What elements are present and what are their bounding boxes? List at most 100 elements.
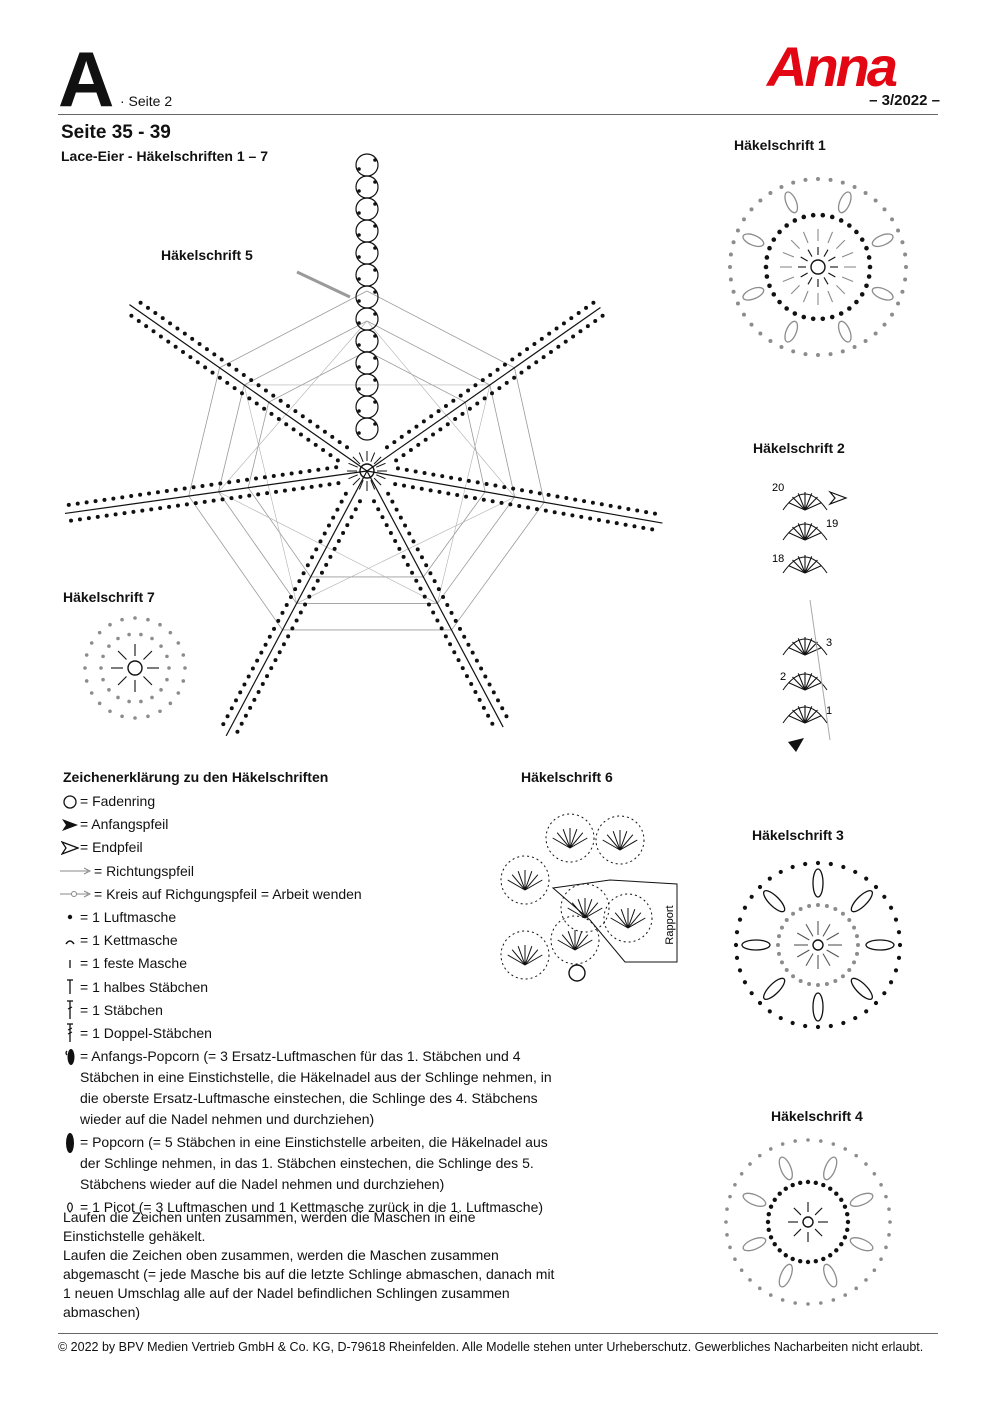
stitch-line [841,276,854,283]
stitch-line [822,923,831,937]
chain-stitch [828,1186,833,1191]
pointer-line [296,270,351,299]
chain-stitch [168,630,173,635]
chain-stitch [357,409,361,413]
chain-stitch [322,531,327,536]
chain-stitch [758,331,763,336]
chain-stitch [449,610,454,615]
chain-stitch [376,507,381,512]
chain-stitch [209,482,214,487]
chain-stitch [768,1235,774,1240]
chain-stitch [588,516,593,521]
chain-stitch [127,632,131,637]
chain-stitch [840,974,845,979]
chain-stitch [353,507,358,512]
petal [849,1192,874,1207]
chain-stitch [159,644,163,648]
chain-stitch [315,424,320,429]
chain-stitch [276,417,281,422]
chain-stitch [502,362,507,367]
chain-stitch [242,682,247,687]
chain-stitch [882,894,887,899]
chain-stitch [293,409,298,414]
chain-stitch [903,277,908,282]
chain-stitch [784,223,789,228]
chart-7-label: Häkelschrift 7 [63,589,155,605]
legend-item: = Popcorn (= 5 Stäbchen in eine Einstich… [60,1132,560,1195]
petal [741,939,771,951]
fan-stitch [602,839,621,851]
chain-stitch [554,326,559,331]
chain-stitch [286,403,291,408]
chain-stitch [475,480,480,485]
fan-stitch [804,523,813,541]
chain-stitch [806,1302,810,1306]
chain-stitch [742,905,748,910]
fan-stitch [804,565,822,574]
stitch-line [827,290,834,303]
chain-stitch [181,349,186,354]
chain-stitch [798,906,803,911]
chain-stitch [419,555,424,560]
chain-stitch [805,1179,811,1185]
fan-stitch [517,871,526,891]
chain-stitch [842,1235,848,1240]
chain-stitch [357,387,361,391]
chain-stitch [466,642,471,647]
chain-stitch [315,578,320,583]
chain-stitch [290,626,295,631]
chain-stitch [543,508,548,513]
arm-line [129,304,368,472]
stitch-line [828,272,836,278]
chain-stitch [834,1191,839,1196]
fan-stitch [804,526,818,541]
chain-stitch [373,334,377,338]
chain-stitch [84,500,89,505]
chain-stitch [246,674,251,679]
chain-stitch [357,233,361,237]
chain-stitch [457,477,462,482]
treble-crochet-icon [60,1023,80,1044]
chain-stitch [357,431,361,435]
stitch-line [373,456,382,465]
chain-stitch [138,300,143,305]
chain-stitch [408,448,413,453]
chain-stitch [293,587,298,592]
chain-stitch [893,968,899,973]
chain-stitch [101,677,105,682]
stitch-line [814,1228,823,1237]
chain-stitch [873,198,878,203]
chain-stitch [159,688,163,692]
chain-stitch [896,955,902,960]
issue-number: – 3/2022 – [869,92,940,109]
chain-stitch [499,500,504,505]
chain-stitch [401,554,406,559]
chain-stitch [424,563,429,568]
chain-stitch [443,634,448,639]
start-arrow-icon [60,814,80,835]
chart-2-row-numbers: 20 19 18 3 2 1 [772,482,838,717]
chain-stitch [259,650,264,655]
chain-stitch [805,1259,811,1265]
popcorn-loop [355,307,379,331]
chain-stitch [890,217,895,222]
chain-stitch [748,1162,752,1166]
chain-stitch [204,347,209,352]
fan-stitch [804,673,813,691]
chain-stitch [394,507,399,512]
chain-stitch [779,960,784,965]
chain-stitch [95,514,100,519]
chain-stitch [749,991,754,996]
chain-stitch [235,729,240,734]
chain-stitch [321,448,326,453]
chain-stitch [234,367,239,372]
chain-stitch [526,365,531,370]
chain-stitch [373,422,377,426]
petal [778,1156,793,1181]
chain-stitch [777,1248,782,1253]
stitch-line [143,676,153,686]
page-label: · Seite 2 [120,93,173,109]
chain-stitch [767,245,772,251]
chain-stitch [801,314,807,320]
chain-stitch [403,523,408,528]
